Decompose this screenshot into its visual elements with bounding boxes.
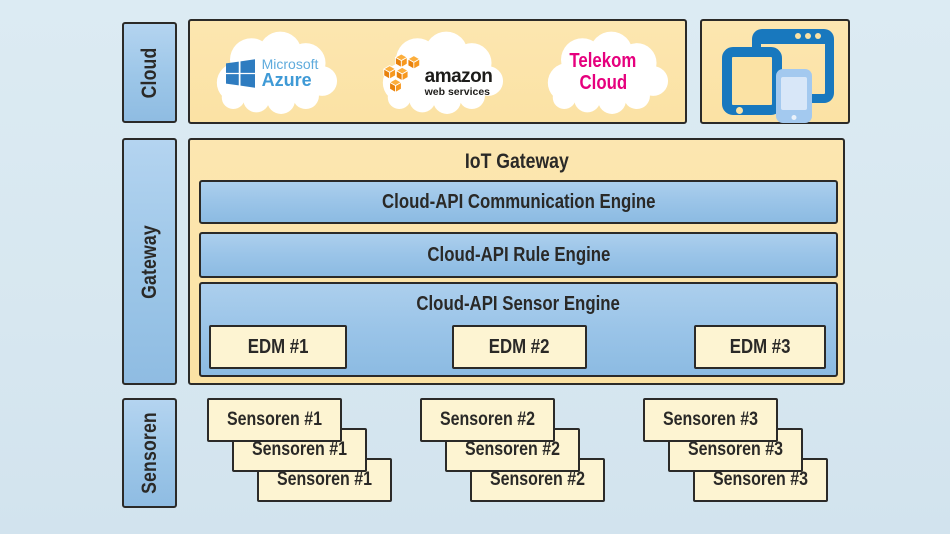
edm-2-label: EDM #2 [488, 335, 550, 358]
sensor-engine-box: Cloud-API Sensor Engine EDM #1 EDM #2 ED… [199, 282, 838, 377]
devices-panel [700, 19, 850, 124]
rule-engine-label: Cloud-API Rule Engine [427, 243, 610, 266]
sensor-box: Sensoren #1 [207, 398, 342, 442]
sensor-group-2: Sensoren #2 Sensoren #2 Sensoren #2 [420, 398, 610, 508]
layer-label-sensors: Sensoren [122, 398, 177, 508]
sensor-box-label: Sensoren #3 [713, 469, 808, 490]
sensor-box-label: Sensoren #1 [277, 469, 372, 490]
cloud-telekom: Telekom Cloud [533, 26, 673, 118]
gateway-title: IoT Gateway [190, 146, 843, 178]
smartphone-home-button-icon [791, 115, 797, 120]
rule-engine-box: Cloud-API Rule Engine [199, 232, 838, 278]
cloud-azure: Microsoft Azure [202, 26, 342, 118]
sensor-box-label: Sensoren #1 [252, 439, 347, 460]
edm-1-label: EDM #1 [247, 335, 309, 358]
sensor-engine-label: Cloud-API Sensor Engine [416, 292, 621, 315]
smartphone-icon [776, 69, 812, 123]
sensor-box-label: Sensoren #3 [663, 409, 758, 430]
browser-dot-icon [795, 33, 801, 39]
microsoft-windows-icon [225, 59, 255, 88]
layer-label-sensors-text: Sensoren [137, 412, 161, 494]
edm-1-box: EDM #1 [209, 325, 347, 369]
browser-dot-icon [805, 33, 811, 39]
tablet-home-button-icon [736, 107, 743, 114]
smartphone-screen [781, 77, 807, 110]
cloud-aws: amazon web services [368, 26, 508, 118]
gateway-title-text: IoT Gateway [464, 150, 569, 173]
sensor-box-label: Sensoren #3 [688, 439, 783, 460]
communication-engine-label: Cloud-API Communication Engine [381, 190, 656, 213]
telekom-wordmark-line1: Telekom [569, 49, 637, 72]
communication-engine-box: Cloud-API Communication Engine [199, 180, 838, 224]
gateway-panel: IoT Gateway Cloud-API Communication Engi… [188, 138, 845, 385]
aws-cubes-icon [383, 53, 420, 93]
sensor-box-label: Sensoren #2 [490, 469, 585, 490]
aws-logo: amazon web services [383, 52, 493, 98]
layer-label-gateway: Gateway [122, 138, 177, 385]
aws-wordmark: amazon web services [425, 67, 493, 98]
edm-3-label: EDM #3 [729, 335, 791, 358]
azure-wordmark-line1: Microsoft [261, 55, 319, 72]
aws-wordmark-line1: amazon [424, 66, 493, 87]
sensor-box: Sensoren #2 [420, 398, 555, 442]
sensor-box-label: Sensoren #2 [440, 409, 535, 430]
layer-label-cloud-text: Cloud [137, 47, 161, 98]
layer-label-gateway-text: Gateway [137, 224, 161, 299]
tablet-icon [722, 47, 782, 115]
telekom-wordmark: Telekom Cloud [563, 50, 643, 94]
cloud-shape-icon [547, 31, 669, 114]
sensor-engine-title: Cloud-API Sensor Engine [201, 284, 836, 324]
telekom-wordmark-line2: Cloud [579, 71, 627, 94]
aws-wordmark-line2: web services [424, 86, 491, 98]
browser-dot-icon [815, 33, 821, 39]
sensor-group-3: Sensoren #3 Sensoren #3 Sensoren #3 [643, 398, 833, 508]
cloud-providers-panel: Microsoft Azure [188, 19, 687, 124]
sensor-box: Sensoren #3 [643, 398, 778, 442]
edm-2-box: EDM #2 [451, 325, 587, 369]
azure-wordmark-line2: Azure [261, 70, 312, 91]
devices-icon [702, 21, 848, 123]
azure-logo: Microsoft Azure [225, 57, 319, 91]
sensor-box-label: Sensoren #1 [227, 409, 322, 430]
sensor-box-label: Sensoren #2 [465, 439, 560, 460]
azure-wordmark: Microsoft Azure [262, 57, 319, 91]
layer-label-cloud: Cloud [122, 22, 177, 123]
edm-3-box: EDM #3 [694, 325, 826, 369]
sensor-group-1: Sensoren #1 Sensoren #1 Sensoren #1 [207, 398, 397, 508]
